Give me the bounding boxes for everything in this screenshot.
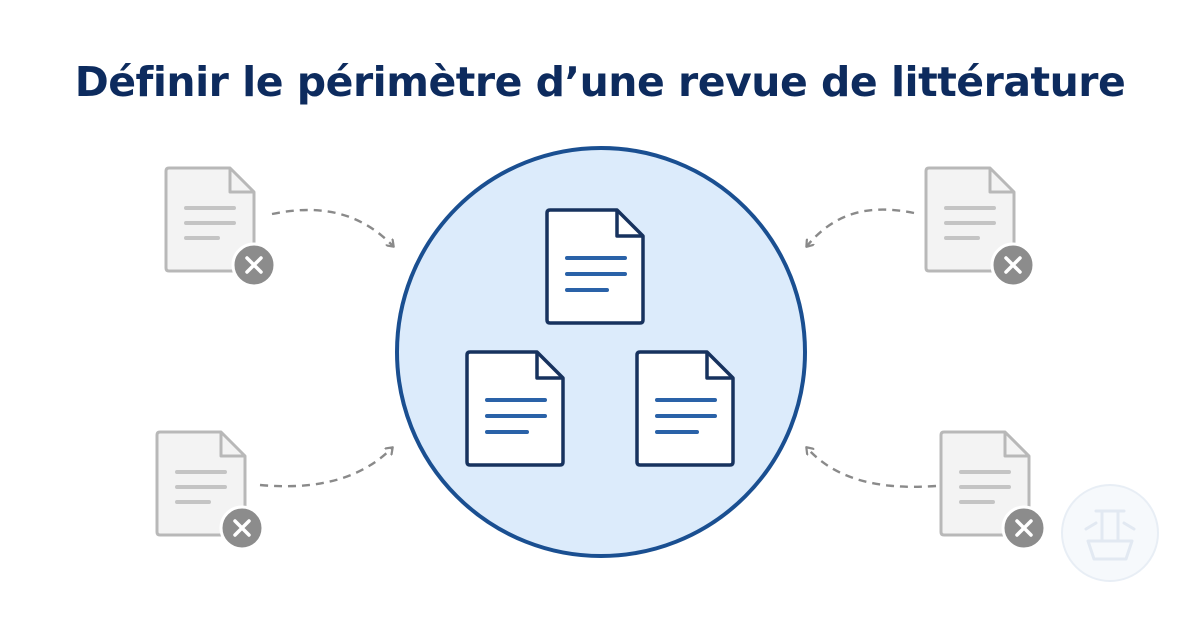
arrow-icon [807, 208, 915, 246]
arrow-icon [807, 448, 937, 489]
included-document [545, 208, 645, 325]
page-title: Définir le périmètre d’une revue de litt… [74, 58, 1126, 106]
close-icon [1001, 505, 1047, 551]
excluded-document-bottom-right [939, 430, 1047, 551]
arrow-icon [271, 208, 393, 246]
close-icon [219, 505, 265, 551]
document-icon [465, 350, 565, 467]
close-icon [990, 242, 1036, 288]
excluded-document-top-right [924, 166, 1036, 288]
arrow-icon [259, 448, 392, 488]
excluded-document-top-left [164, 166, 277, 288]
included-document [465, 350, 565, 467]
included-document [635, 350, 735, 467]
logo-mark [1061, 484, 1159, 582]
document-icon [635, 350, 735, 467]
document-icon [155, 430, 247, 537]
arrows [259, 208, 937, 489]
close-icon [231, 242, 277, 288]
document-icon [545, 208, 645, 325]
excluded-document-bottom-left [155, 430, 265, 551]
